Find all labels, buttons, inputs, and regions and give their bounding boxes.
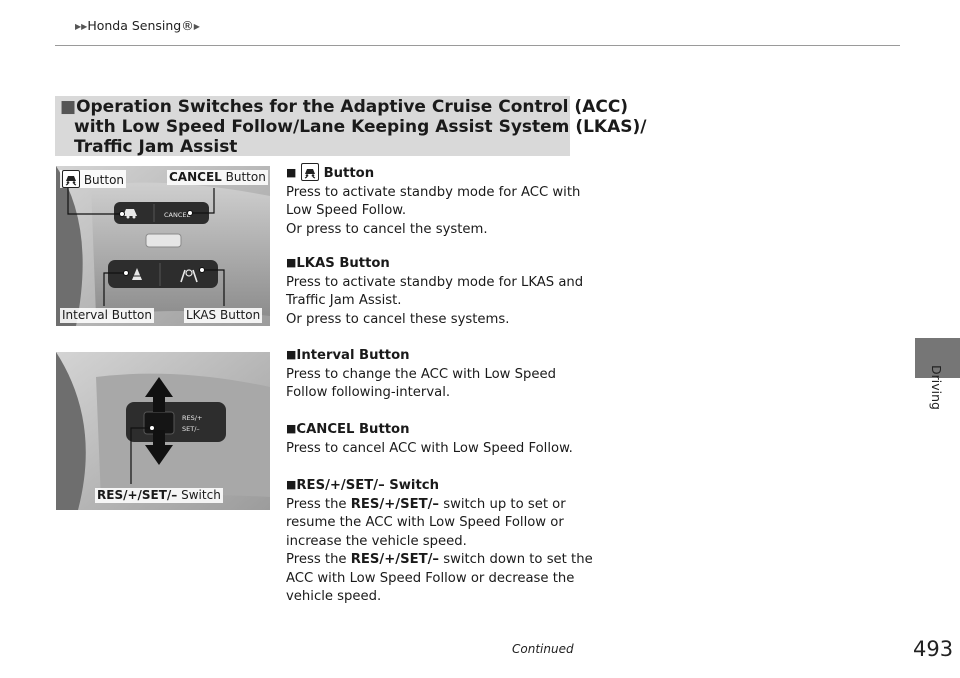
bullet: ■ bbox=[286, 422, 297, 435]
acc-car-icon bbox=[301, 163, 319, 181]
res-set-label-bold: RES/+/SET/– bbox=[97, 488, 178, 502]
lkas-button-label: LKAS Button bbox=[184, 308, 263, 323]
acc-button-label: Button bbox=[60, 170, 127, 188]
acc-desc-line2: Low Speed Follow. bbox=[286, 203, 407, 218]
interval-button-heading: Interval Button bbox=[296, 348, 410, 363]
continued-label: Continued bbox=[512, 642, 574, 656]
breadcrumb-arrow-icon: ▶ bbox=[193, 22, 200, 31]
acc-desc-line3: Or press to cancel the system. bbox=[286, 221, 488, 237]
section-title-box bbox=[55, 96, 570, 156]
acc-desc-line1: Press to activate standby mode for ACC w… bbox=[286, 184, 581, 200]
acc-car-icon bbox=[62, 170, 80, 188]
lkas-desc-line2: Traffic Jam Assist. bbox=[286, 293, 402, 308]
chapter-tab[interactable] bbox=[915, 338, 960, 378]
res-set-desc-line1: Press the RES/+/SET/– switch up to set o… bbox=[286, 496, 566, 512]
steering-wheel-buttons-photo: CANCEL bbox=[56, 166, 270, 326]
cancel-switch-text: CANCEL bbox=[164, 211, 190, 219]
res-set-switch-photo: RES/+ SET/– bbox=[56, 352, 270, 510]
res-set-desc-line2: resume the ACC with Low Speed Follow or bbox=[286, 515, 564, 530]
chapter-tab-label: Driving bbox=[929, 365, 944, 410]
section-bullet: ■ bbox=[60, 97, 77, 117]
res-set-desc-line3: increase the vehicle speed. bbox=[286, 533, 467, 549]
section-title-line3: Traffic Jam Assist bbox=[74, 137, 238, 157]
lkas-button-description: ■LKAS Button Press to activate standby m… bbox=[286, 255, 583, 329]
header-rule bbox=[55, 45, 900, 46]
res-switch-text: RES/+ bbox=[182, 414, 202, 422]
lkas-desc-line1: Press to activate standby mode for LKAS … bbox=[286, 274, 584, 290]
interval-button-description: ■Interval Button Press to change the ACC… bbox=[286, 347, 556, 403]
bullet: ■ bbox=[286, 256, 297, 269]
cancel-button-label: CANCEL Button bbox=[167, 170, 268, 185]
section-title-line1: Operation Switches for the Adaptive Crui… bbox=[76, 97, 629, 117]
bullet: ■ bbox=[286, 348, 297, 361]
interval-icon bbox=[132, 268, 142, 280]
res-set-switch-description: ■RES/+/SET/– Switch Press the RES/+/SET/… bbox=[286, 477, 593, 607]
bullet: ■ bbox=[286, 166, 297, 179]
bullet: ■ bbox=[286, 478, 297, 491]
cancel-button-description: ■CANCEL Button Press to cancel ACC with … bbox=[286, 421, 573, 458]
cancel-label-rest: Button bbox=[221, 170, 266, 184]
arrow-down-icon bbox=[145, 430, 173, 465]
acc-button-heading: Button bbox=[323, 166, 375, 181]
res-set-desc-line6: vehicle speed. bbox=[286, 589, 382, 604]
breadcrumb-text: Honda Sensing® bbox=[87, 18, 194, 33]
lkas-button-heading: LKAS Button bbox=[296, 256, 390, 271]
arrow-up-icon bbox=[145, 377, 173, 412]
acc-button-description: ■ Button Press to activate standby mode … bbox=[286, 163, 580, 239]
res-set-label-rest: Switch bbox=[177, 488, 221, 502]
chapter-tab-label-wrap: Driving bbox=[929, 365, 944, 425]
section-title: ■Operation Switches for the Adaptive Cru… bbox=[60, 97, 646, 157]
interval-button-label: Interval Button bbox=[60, 308, 154, 323]
cancel-desc-line1: Press to cancel ACC with Low Speed Follo… bbox=[286, 440, 573, 456]
cancel-button-heading: CANCEL Button bbox=[296, 422, 410, 437]
breadcrumb-arrow-icon: ▶▶ bbox=[75, 22, 88, 31]
breadcrumb: ▶▶Honda Sensing®▶ bbox=[75, 18, 200, 33]
lkas-desc-line3: Or press to cancel these systems. bbox=[286, 311, 510, 327]
acc-button-label-text: Button bbox=[83, 173, 125, 187]
section-title-line2: with Low Speed Follow/Lane Keeping Assis… bbox=[74, 117, 647, 137]
res-set-desc-line5: ACC with Low Speed Follow or decrease th… bbox=[286, 570, 575, 586]
res-set-desc-line4: Press the RES/+/SET/– switch down to set… bbox=[286, 552, 593, 567]
cancel-label-bold: CANCEL bbox=[169, 170, 222, 184]
lkas-icon bbox=[180, 269, 198, 283]
interval-desc-line2: Follow following-interval. bbox=[286, 385, 451, 400]
res-set-switch-heading: RES/+/SET/– Switch bbox=[296, 478, 439, 493]
interval-desc-line1: Press to change the ACC with Low Speed bbox=[286, 366, 556, 382]
acc-car-icon bbox=[123, 209, 137, 219]
page-number: 493 bbox=[913, 637, 954, 661]
set-switch-text: SET/– bbox=[182, 425, 200, 433]
res-set-switch-label: RES/+/SET/– Switch bbox=[95, 488, 223, 503]
